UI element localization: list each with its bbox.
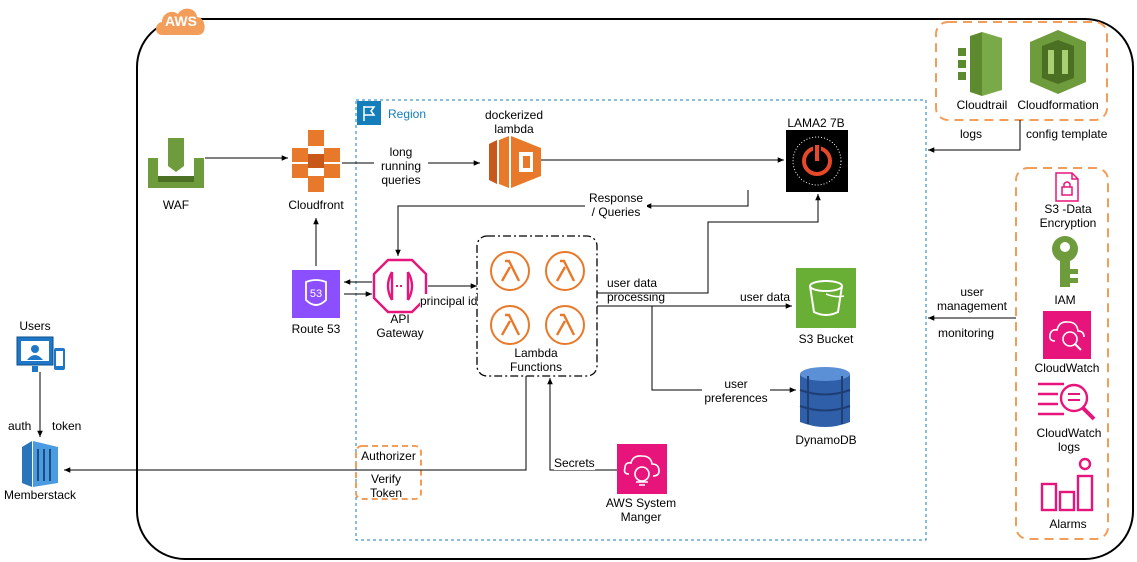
memberstack-icon [18, 439, 62, 489]
cloudformation-label: Cloudformation [1017, 98, 1099, 112]
cloudwatch-logs-icon [1036, 378, 1100, 422]
cloudfront-icon [290, 128, 342, 194]
authorizer-label: Authorizer [361, 449, 416, 463]
logs-label: logs [960, 127, 983, 141]
lama-icon [786, 130, 848, 192]
s3-encryption-icon [1054, 172, 1080, 202]
edge-ssm-lambda [547, 378, 617, 471]
lambda-group-frame [476, 235, 598, 377]
lambda-functions-label: Lambda Functions [509, 346, 563, 374]
memberstack-label: Memberstack [3, 488, 77, 502]
edge-governance-region [928, 120, 1021, 153]
monitoring-label: monitoring [938, 326, 995, 340]
user-data-processing-label: user data processing [607, 276, 666, 304]
waf-label: WAF [162, 198, 190, 212]
dockerized-lambda-icon [487, 136, 543, 188]
lambda-icon [544, 250, 586, 292]
route53-icon: 53 [292, 270, 340, 318]
s3-encryption-label: S3 -Data Encryption [1039, 202, 1097, 230]
aws-cloud-frame [136, 18, 1134, 560]
dockerized-lambda-label: dockerized lambda [484, 108, 544, 136]
cloudwatch-icon [1043, 311, 1091, 359]
edge-lambda-memberstack [64, 376, 527, 473]
lama-label: LAMA2 7B [787, 116, 845, 130]
api-gateway-label: API Gateway [376, 312, 424, 340]
aws-label: AWS [165, 13, 197, 29]
region-flag-icon [357, 101, 381, 125]
iam-label: IAM [1054, 293, 1076, 307]
monitoring-group-frame [1015, 167, 1109, 540]
ssm-label: AWS System Manger [605, 496, 677, 524]
region-frame [355, 99, 927, 541]
config-template-label: config template [1026, 127, 1108, 141]
route53-label: Route 53 [291, 322, 341, 336]
dynamodb-label: DynamoDB [795, 433, 857, 447]
cloudformation-icon [1028, 30, 1088, 94]
cloudtrail-icon [956, 32, 1004, 96]
cloudwatch-logs-label: CloudWatch logs [1036, 426, 1102, 454]
iam-icon [1044, 235, 1086, 289]
authorizer-frame [355, 445, 422, 500]
waf-icon [146, 136, 206, 192]
cloudtrail-label: Cloudtrail [956, 98, 1008, 112]
token-label: token [52, 419, 82, 433]
user-preferences-label: user preferences [702, 377, 770, 405]
alarms-icon [1040, 456, 1100, 514]
secrets-label: Secrets [554, 456, 595, 470]
users-label: Users [19, 319, 51, 333]
edge-lama-apigw [395, 190, 749, 256]
edge-lambda-lama [597, 194, 821, 294]
route53-badge: 53 [309, 288, 323, 300]
dynamodb-icon [798, 366, 852, 430]
api-gateway-icon [372, 258, 428, 314]
lambda-icon [544, 304, 586, 346]
user-management-label: user management [936, 285, 1008, 313]
governance-group-frame [935, 21, 1108, 121]
s3-bucket-label: S3 Bucket [798, 332, 854, 346]
response-queries-label: Response / Queries [585, 191, 647, 219]
ssm-icon [617, 444, 667, 494]
auth-label: auth [8, 419, 32, 433]
cloudfront-label: Cloudfront [288, 198, 344, 212]
lambda-icon [489, 250, 531, 292]
region-label: Region [388, 107, 427, 121]
lambda-icon [489, 304, 531, 346]
long-running-label: long running queries [374, 145, 428, 187]
s3-bucket-icon [796, 268, 856, 328]
users-icon [16, 336, 66, 374]
cloudwatch-label: CloudWatch [1034, 361, 1100, 375]
alarms-label: Alarms [1049, 517, 1087, 531]
principal-id-label: principal id [420, 294, 478, 308]
user-data-label: user data [740, 290, 791, 304]
verify-token-label: Verify Token [369, 472, 403, 500]
aws-logo: AWS [152, 5, 210, 37]
